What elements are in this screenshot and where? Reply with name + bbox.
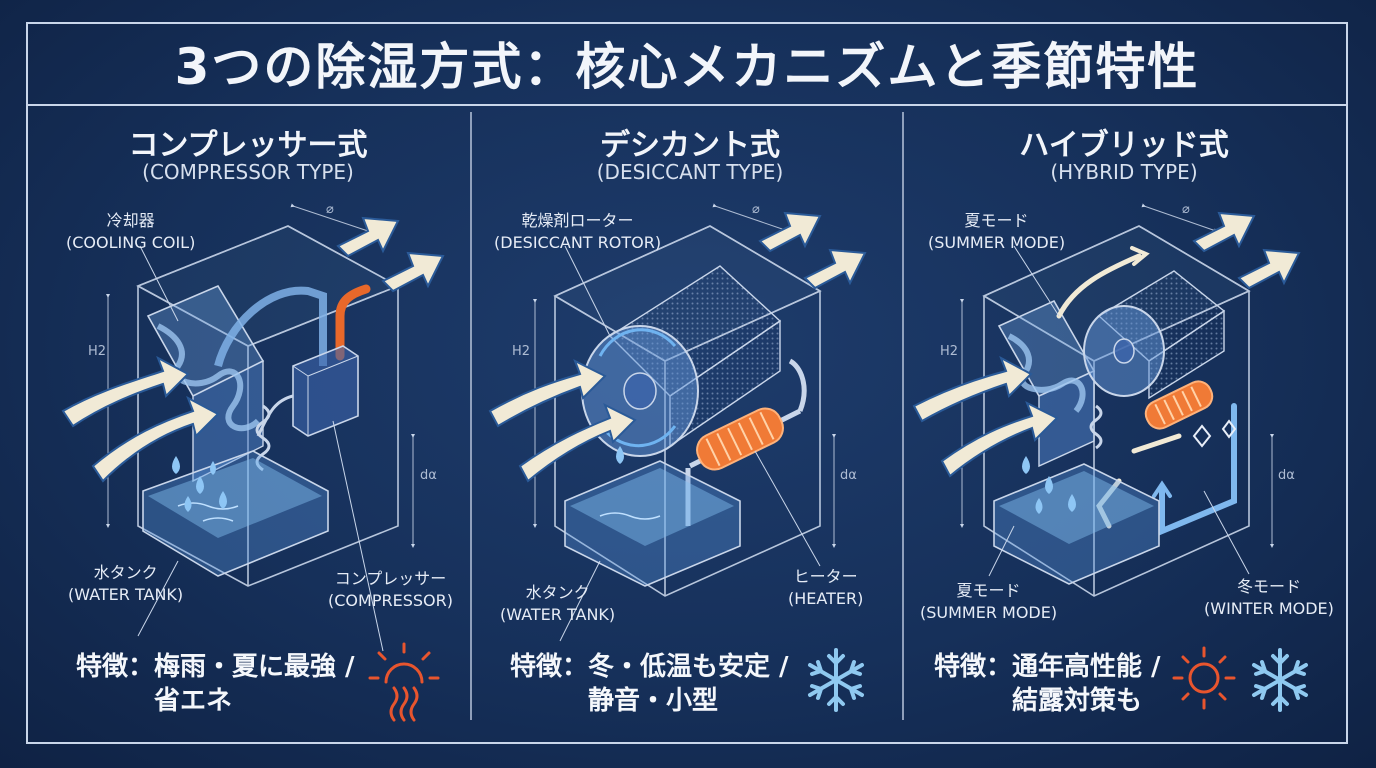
panel-title: ハイブリッド式 xyxy=(1019,128,1229,163)
heater-coil xyxy=(1144,380,1214,430)
snowflake-icon xyxy=(808,648,864,712)
dim-depth: dα xyxy=(1278,468,1295,483)
water-drops xyxy=(1022,456,1076,514)
panel-subtitle: (DESICCANT TYPE) xyxy=(596,160,784,184)
page-title: 3つの除湿方式：核心メカニズムと季節特性 xyxy=(174,38,1200,96)
summer-mode-flow xyxy=(1056,246,1182,529)
sun-heat-icon xyxy=(368,642,440,722)
label-summer-mode-top: 夏モード(SUMMER MODE) xyxy=(928,211,1066,252)
air-outflow-arrows xyxy=(758,211,867,290)
valve-junction xyxy=(1192,419,1237,448)
dim-width: ⌀ xyxy=(1182,202,1190,217)
label-water-tank: 水タンク(WATER TANK) xyxy=(68,563,184,604)
leader-lines xyxy=(137,245,384,652)
sun-icon xyxy=(1172,646,1236,710)
label-winter-mode: 冬モード(WINTER MODE) xyxy=(1204,577,1334,618)
water-tank xyxy=(142,450,329,577)
label-heater: ヒーター(HEATER) xyxy=(788,567,864,608)
label-water-tank: 水タンク(WATER TANK) xyxy=(500,583,616,624)
label-summer-mode-bottom: 夏モード(SUMMER MODE) xyxy=(920,581,1058,622)
refrigerant-pipe xyxy=(214,286,327,368)
cooling-coil xyxy=(146,284,271,483)
hybrid-diagram xyxy=(912,203,1301,597)
panel-hybrid: ハイブリッド式 (HYBRID TYPE) xyxy=(904,106,1344,742)
panel-divider-2 xyxy=(902,112,904,720)
dim-depth: dα xyxy=(420,468,437,483)
air-outflow-arrows xyxy=(1192,211,1301,290)
panel-title: デシカント式 xyxy=(600,128,780,163)
dim-width: ⌀ xyxy=(752,202,760,217)
label-compressor: コンプレッサー(COMPRESSOR) xyxy=(328,569,453,610)
dimension-lines xyxy=(960,203,1274,548)
dim-depth: dα xyxy=(840,468,857,483)
panel-subtitle: (COMPRESSOR TYPE) xyxy=(142,160,354,184)
air-inflow-arrows xyxy=(488,358,637,483)
desiccant-diagram xyxy=(488,203,867,642)
cooling-coil xyxy=(997,299,1103,468)
dimension-lines xyxy=(533,203,836,548)
winter-mode-flow xyxy=(1152,403,1237,536)
panel-desiccant: デシカント式 (DESICCANT TYPE) xyxy=(470,106,910,742)
leader-lines xyxy=(559,245,821,642)
feature-text: 特徴：通年高性能 / 結露対策も xyxy=(934,652,1161,716)
water-drops xyxy=(616,446,624,464)
panel-title: コンプレッサー式 xyxy=(128,128,368,163)
panel-compressor: コンプレッサー式 (COMPRESSOR TYPE) xyxy=(28,106,468,742)
panel-subtitle: (HYBRID TYPE) xyxy=(1050,160,1198,184)
dim-height: H2 xyxy=(88,344,107,359)
water-tank xyxy=(993,463,1160,585)
title-bar: 3つの除湿方式：核心メカニズムと季節特性 xyxy=(26,22,1348,106)
air-outflow-arrows xyxy=(336,216,445,293)
hot-pipe xyxy=(335,284,371,361)
desiccant-rotor xyxy=(1083,270,1226,400)
dim-width: ⌀ xyxy=(326,202,334,217)
heater-coil xyxy=(685,358,807,526)
snowflake-icon xyxy=(1252,648,1308,712)
feature-text: 特徴：冬・低温も安定 / 静音・小型 xyxy=(510,652,789,716)
water-tank xyxy=(564,460,741,587)
compressor-unit xyxy=(256,345,359,437)
dimension-lines xyxy=(106,203,415,548)
air-inflow-arrows xyxy=(912,355,1059,478)
dim-height: H2 xyxy=(940,344,959,359)
air-inflow-arrows xyxy=(61,355,220,483)
panel-divider-1 xyxy=(470,112,472,720)
leader-lines xyxy=(988,245,1250,577)
compressor-diagram xyxy=(61,203,445,652)
label-desiccant-rotor: 乾燥剤ローター(DESICCANT ROTOR) xyxy=(494,211,662,252)
feature-text: 特徴：梅雨・夏に最強 / 省エネ xyxy=(76,652,355,716)
label-cooling-coil: 冷却器(COOLING COIL) xyxy=(66,211,196,252)
outer-frame xyxy=(26,22,1348,744)
dim-height: H2 xyxy=(512,344,531,359)
water-drops xyxy=(172,456,227,512)
